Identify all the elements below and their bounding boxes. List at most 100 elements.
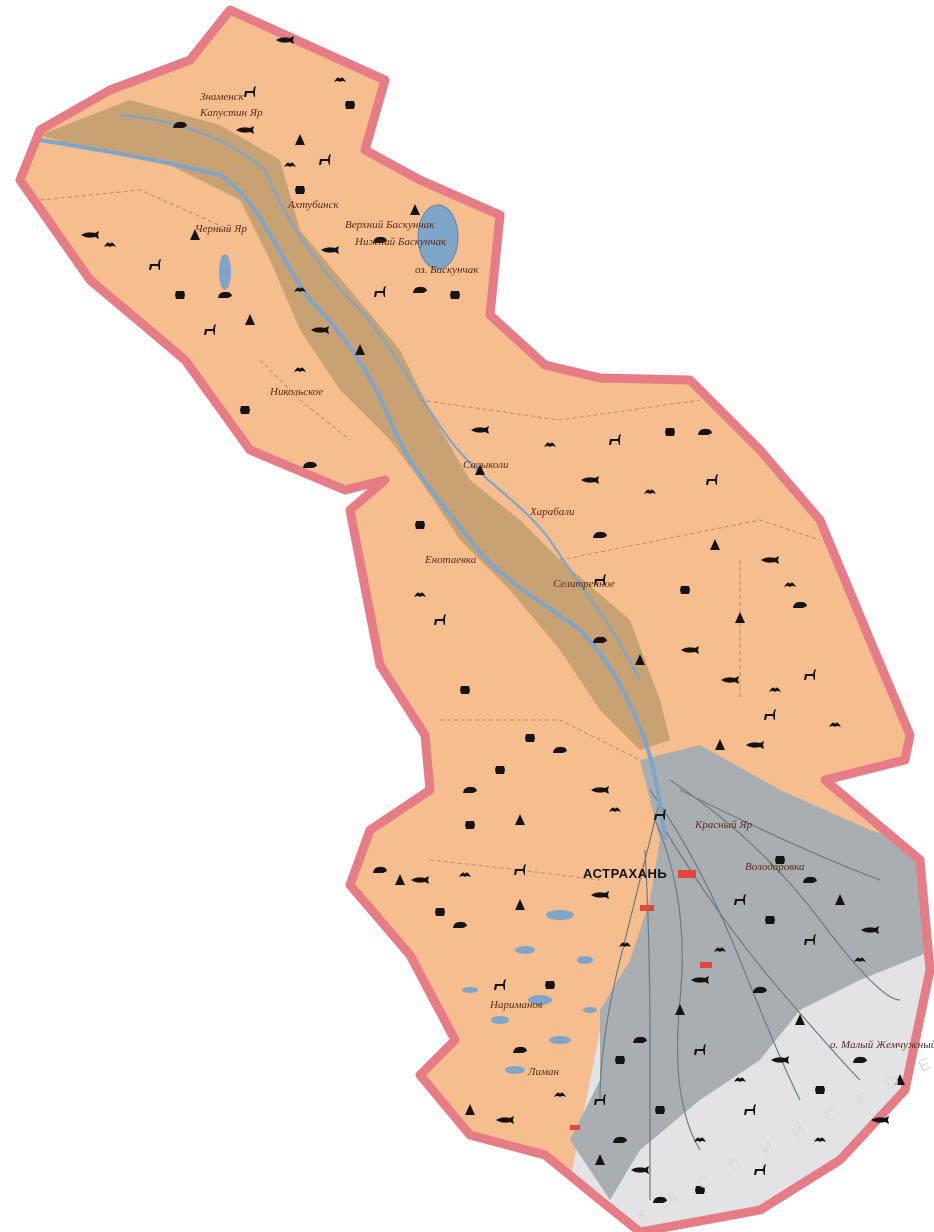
tent-icon <box>795 1014 805 1025</box>
deer-icon <box>734 894 746 905</box>
deer-icon <box>754 1164 766 1175</box>
fish-icon <box>311 326 329 334</box>
deer-icon <box>654 809 666 820</box>
place-label: Лиман <box>527 1066 559 1078</box>
tent-icon <box>475 464 485 475</box>
bird-icon <box>544 442 556 447</box>
rodent-icon <box>218 291 232 298</box>
place-label: Сасыколи <box>463 459 509 471</box>
deer-icon <box>494 979 506 990</box>
tent-icon <box>295 134 305 145</box>
rodent-icon <box>753 986 767 993</box>
fish-icon <box>321 246 339 254</box>
deer-icon <box>706 474 718 485</box>
bug-icon <box>775 856 785 864</box>
deer-icon <box>514 864 526 875</box>
rodent-icon <box>303 461 317 468</box>
bird-icon <box>609 807 621 812</box>
volga-delta <box>570 745 930 1200</box>
place-label: Харабали <box>529 506 575 518</box>
deer-icon <box>374 286 386 297</box>
rodent-icon <box>793 601 807 608</box>
tent-icon <box>515 899 525 910</box>
bug-icon <box>345 101 355 109</box>
volga-akhtuba-floodplain <box>40 100 670 750</box>
bug-icon <box>815 1086 825 1094</box>
place-label: Володаровка <box>745 861 805 873</box>
rodent-icon <box>373 866 387 873</box>
place-label: Капустин Яр <box>199 107 263 119</box>
place-label: Селитренное <box>553 578 615 590</box>
bug-icon <box>615 1056 625 1064</box>
bug-icon <box>460 686 470 694</box>
bird-icon <box>784 582 796 587</box>
deer-icon <box>804 934 816 945</box>
rodent-icon <box>373 236 387 243</box>
bird-icon <box>104 242 116 247</box>
bug-icon <box>680 586 690 594</box>
rodent-icon <box>173 121 187 128</box>
deer-icon <box>149 259 161 270</box>
fish-icon <box>581 476 599 484</box>
delta-channels <box>599 779 901 1200</box>
bird-icon <box>714 947 726 952</box>
bug-icon <box>695 1186 705 1194</box>
rodent-icon <box>633 1036 647 1043</box>
bird-icon <box>769 687 781 692</box>
tent-icon <box>355 344 365 355</box>
place-label: Нижний Баскунчак <box>354 236 447 248</box>
bird-icon <box>734 1077 746 1082</box>
fish-icon <box>746 741 764 749</box>
rodent-icon <box>463 786 477 793</box>
bird-icon <box>334 77 346 82</box>
place-label: Красный Яр <box>694 819 753 831</box>
deer-icon <box>609 434 621 445</box>
bird-icon <box>294 287 306 292</box>
place-label: Нариманов <box>489 999 543 1011</box>
bug-icon <box>765 916 775 924</box>
capital-label: АСТРАХАНЬ <box>583 866 667 881</box>
bug-icon <box>465 821 475 829</box>
fish-icon <box>81 231 99 239</box>
bird-icon <box>814 1137 826 1142</box>
fish-icon <box>861 926 879 934</box>
bird-icon <box>294 367 306 372</box>
district-boundaries <box>39 189 821 881</box>
tent-icon <box>635 654 645 665</box>
city-markers <box>570 870 712 1130</box>
fauna-symbols <box>81 36 905 1203</box>
tent-icon <box>515 814 525 825</box>
bird-icon <box>459 872 471 877</box>
bug-icon <box>665 428 675 436</box>
place-label: о. Малый Жемчужный <box>830 1039 934 1051</box>
rodent-icon <box>803 876 817 883</box>
fish-icon <box>871 1116 889 1124</box>
bug-icon <box>545 981 555 989</box>
fish-icon <box>471 426 489 434</box>
bird-icon <box>414 592 426 597</box>
bug-icon <box>450 291 460 299</box>
deer-icon <box>244 86 256 97</box>
lake-label: оз. Баскунчак <box>415 264 479 276</box>
tent-icon <box>835 894 845 905</box>
lake-baskunchak <box>417 204 459 270</box>
tent-icon <box>245 314 255 325</box>
bug-icon <box>435 908 445 916</box>
deer-icon <box>434 614 446 625</box>
bird-icon <box>854 957 866 962</box>
bug-icon <box>175 291 185 299</box>
tent-icon <box>895 1074 905 1085</box>
western-lakes <box>219 254 597 1074</box>
deer-icon <box>594 1094 606 1105</box>
place-label: Ахтубинск <box>287 199 340 211</box>
region-border <box>15 5 934 1232</box>
bug-icon <box>655 1106 665 1114</box>
tent-icon <box>735 612 745 623</box>
volga-river <box>39 138 667 841</box>
fish-icon <box>771 1056 789 1064</box>
rodent-icon <box>413 286 427 293</box>
deer-icon <box>694 1044 706 1055</box>
fish-icon <box>591 891 609 899</box>
place-label: Черный Яр <box>195 223 247 235</box>
fish-icon <box>591 786 609 794</box>
